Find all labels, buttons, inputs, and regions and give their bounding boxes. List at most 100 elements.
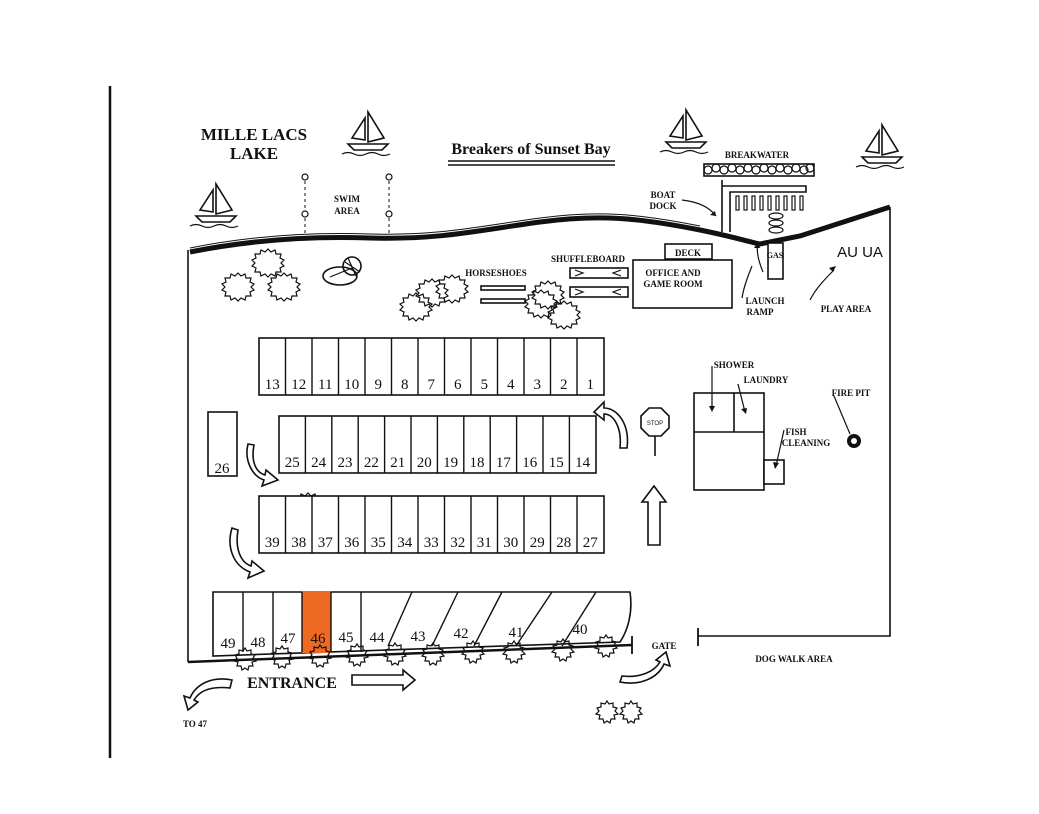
site-number-42[interactable]: 42 [454,626,469,642]
site-number-38[interactable]: 38 [291,535,306,551]
fire-pit-label: FIRE PIT [832,388,871,398]
site-number-10[interactable]: 10 [344,377,359,393]
dog-walk-area-label: DOG WALK AREA [755,654,833,664]
site-number-36[interactable]: 36 [344,535,360,551]
site-number-27[interactable]: 27 [583,535,599,551]
site-number-35[interactable]: 35 [371,535,386,551]
deck-label: DECK [675,248,701,258]
sailboat-icon [189,183,239,229]
site-number-1[interactable]: 1 [587,377,595,393]
play-area-label: PLAY AREA [821,304,872,314]
site-number-34[interactable]: 34 [397,535,413,551]
site-number-16[interactable]: 16 [522,455,538,471]
shuffleboard-courts [569,267,629,298]
site-number-28[interactable]: 28 [556,535,571,551]
site-number-48[interactable]: 48 [251,635,266,651]
stop-sign-icon: STOP [640,407,670,456]
site-number-3[interactable]: 3 [534,377,542,393]
site-number-40[interactable]: 40 [573,622,588,638]
fish-cleaning-label-1: FISH [785,427,806,437]
shuffleboard-label: SHUFFLEBOARD [551,254,626,264]
play-equipment: AU UA [837,244,883,261]
site-divider [515,591,553,647]
sailboat-icon [855,124,905,170]
launch-ramp-label-2: RAMP [747,307,774,317]
site-number-33[interactable]: 33 [424,535,439,551]
sailboat-icon [341,111,391,157]
site-number-43[interactable]: 43 [411,629,426,645]
svg-text:STOP: STOP [647,421,663,427]
site-number-5[interactable]: 5 [481,377,489,393]
property-boundary-east [698,207,891,637]
site-number-32[interactable]: 32 [450,535,465,551]
site-number-29[interactable]: 29 [530,535,545,551]
fire-pit-icon [847,434,861,448]
site-number-11[interactable]: 11 [318,377,332,393]
site-number-17[interactable]: 17 [496,455,512,471]
playground-icon [322,256,362,286]
site-number-14[interactable]: 14 [575,455,591,471]
site-number-21[interactable]: 21 [390,455,405,471]
site-number-12[interactable]: 12 [291,377,306,393]
lake-label-line1: MILLE LACS [201,125,307,144]
row4-dividers [242,591,597,652]
site-number-23[interactable]: 23 [338,455,353,471]
site-number-15[interactable]: 15 [549,455,564,471]
site-number-31[interactable]: 31 [477,535,492,551]
site-number-4[interactable]: 4 [507,377,515,393]
gas-station [767,242,784,280]
laundry-label: LAUNDRY [744,375,789,385]
site-number-8[interactable]: 8 [401,377,409,393]
boat-dock [721,180,807,234]
site-number-7[interactable]: 7 [428,377,436,393]
site-number-9[interactable]: 9 [375,377,383,393]
lake-label-line2: LAKE [230,144,278,163]
site-number-41[interactable]: 41 [509,625,524,641]
fish-cleaning-label-2: CLEANING [782,438,831,448]
gas-label: GAS [767,251,784,260]
site-number-13[interactable]: 13 [265,377,280,393]
site-number-44[interactable]: 44 [370,630,386,646]
site-number-19[interactable]: 19 [443,455,458,471]
site-number-24[interactable]: 24 [311,455,327,471]
site-number-46[interactable]: 46 [311,631,327,647]
site-number-18[interactable]: 18 [470,455,485,471]
swim-area-buoys [301,173,393,238]
swim-area-label-2: AREA [334,206,360,216]
site-divider [387,591,413,647]
office-label-1: OFFICE AND [645,268,701,278]
swim-area-label-1: SWIM [334,194,361,204]
highlighted-site-46[interactable] [302,591,331,653]
site-number-37[interactable]: 37 [318,535,334,551]
shoreline [189,204,891,255]
site-number-47[interactable]: 47 [281,631,297,647]
office-label-2: GAME ROOM [643,279,703,289]
office-building [632,259,733,309]
park-title: Breakers of Sunset Bay [451,141,610,158]
horseshoes-label: HORSESHOES [465,268,527,278]
horseshoe-pits [480,285,526,304]
site-number-49[interactable]: 49 [221,636,236,652]
breakwater [703,163,815,177]
site-number-30[interactable]: 30 [503,535,518,551]
site-divider [431,591,459,647]
gate-label: GATE [652,641,677,651]
site-number-39[interactable]: 39 [265,535,280,551]
site-number-2[interactable]: 2 [560,377,568,393]
site-row-4 [212,591,632,657]
entrance-label: ENTRANCE [247,675,337,692]
site-divider [473,591,503,647]
to-47-label: TO 47 [183,719,208,729]
site-number-25[interactable]: 25 [285,455,300,471]
site-number-6[interactable]: 6 [454,377,462,393]
site-number-20[interactable]: 20 [417,455,432,471]
launch-ramp-label-1: LAUNCH [745,296,784,306]
boat-dock-label-2: DOCK [650,201,677,211]
site-number-22[interactable]: 22 [364,455,379,471]
site-26[interactable] [207,411,238,477]
road [187,643,633,664]
sailboat-icon [659,109,709,155]
site-number-45[interactable]: 45 [339,630,354,646]
